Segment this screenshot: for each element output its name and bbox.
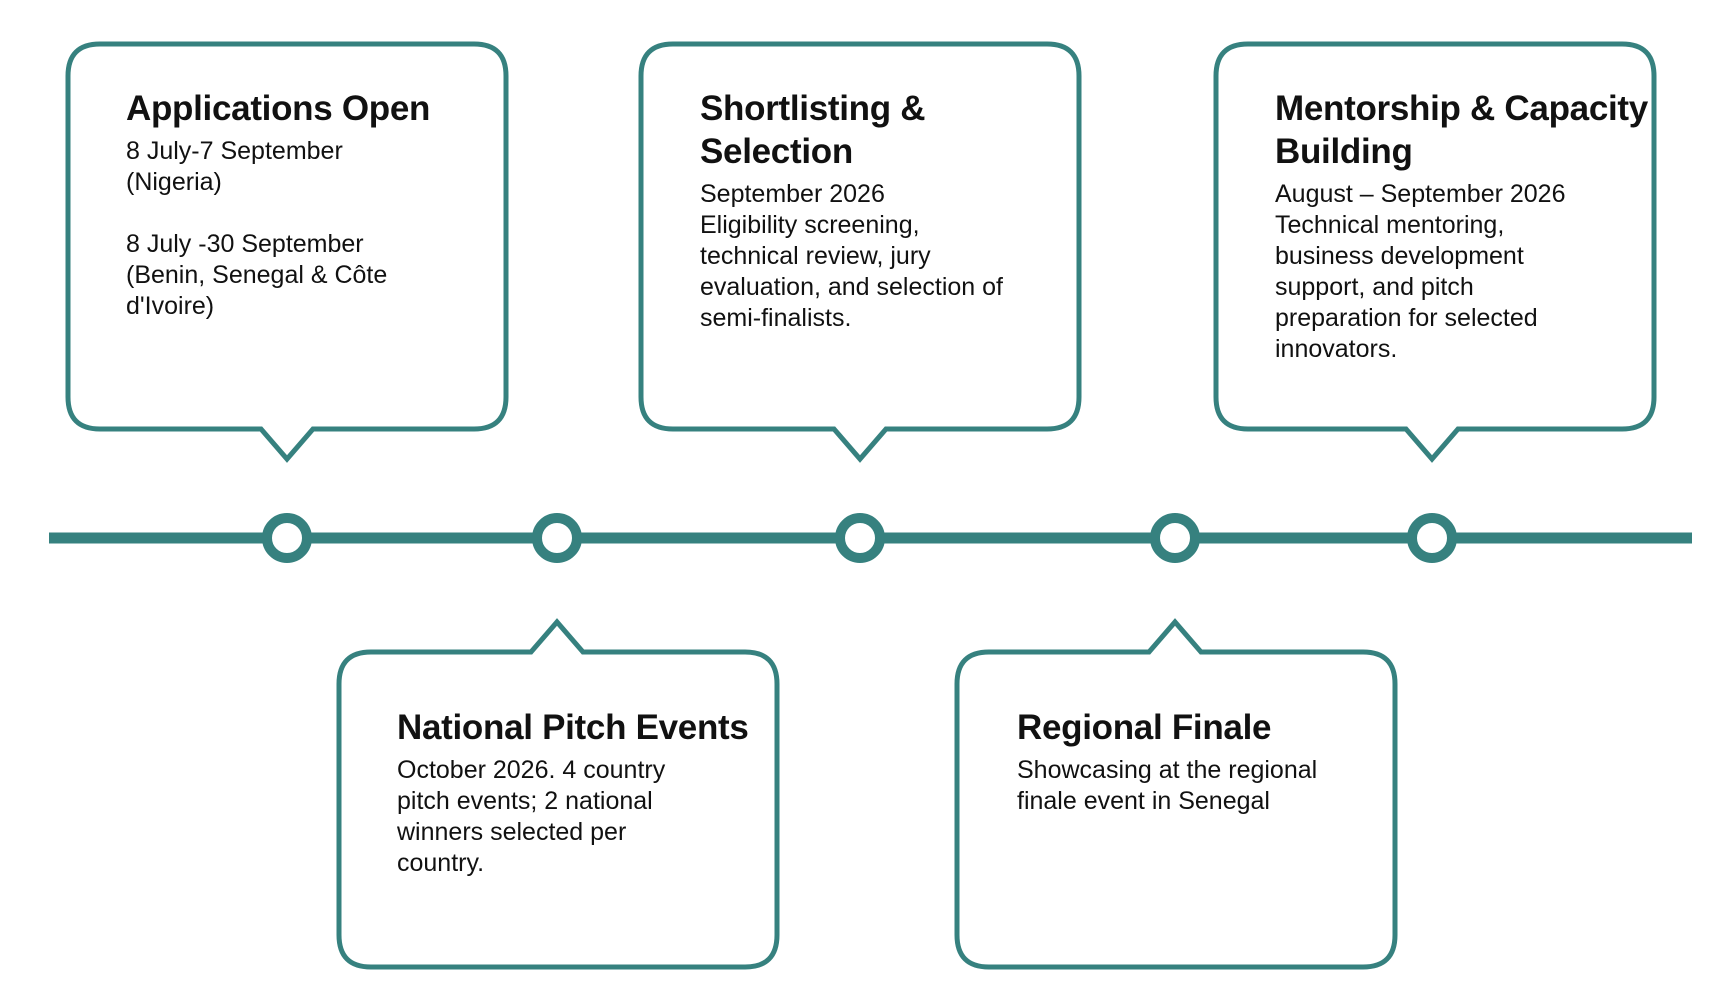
milestone-title: Regional Finale: [1017, 708, 1272, 747]
timeline-marker: [835, 513, 885, 563]
timeline-marker: [1150, 513, 1200, 563]
milestone-description: 8 July -30 September (Benin, Senegal & C…: [126, 230, 388, 320]
timeline-marker: [1407, 513, 1457, 563]
timeline-callouts: [65, 41, 1657, 970]
callout-box: [65, 41, 509, 463]
milestone-card-mentorship-capacity-building: Mentorship & Capacity Building August – …: [1275, 87, 1655, 365]
timeline-marker: [532, 513, 582, 563]
milestone-title: Mentorship & Capacity Building: [1275, 89, 1648, 171]
milestone-card-national-pitch-events: National Pitch Events October 2026. 4 co…: [397, 706, 777, 879]
milestone-title: Applications Open: [126, 89, 431, 128]
callout-box: [1213, 41, 1657, 463]
milestone-card-regional-finale: Regional Finale Showcasing at the region…: [1017, 706, 1397, 817]
milestone-title: National Pitch Events: [397, 708, 749, 747]
milestone-description: Showcasing at the regional finale event …: [1017, 756, 1318, 815]
timeline-marker: [262, 513, 312, 563]
milestone-description: October 2026. 4 country pitch events; 2 …: [397, 756, 666, 877]
callout-box: [954, 618, 1398, 970]
milestone-description: August – September 2026 Technical mentor…: [1275, 180, 1566, 363]
callout-box: [336, 618, 780, 970]
milestone-title: Shortlisting & Selection: [700, 89, 926, 171]
callout-box: [638, 41, 1082, 463]
milestone-description: 8 July-7 September (Nigeria): [126, 137, 343, 196]
milestone-card-applications-open: Applications Open 8 July-7 September (Ni…: [126, 87, 486, 322]
timeline-markers: [262, 513, 1457, 563]
milestone-card-shortlisting-selection: Shortlisting & Selection September 2026 …: [700, 87, 1080, 334]
milestone-description: September 2026 Eligibility screening, te…: [700, 180, 1003, 332]
